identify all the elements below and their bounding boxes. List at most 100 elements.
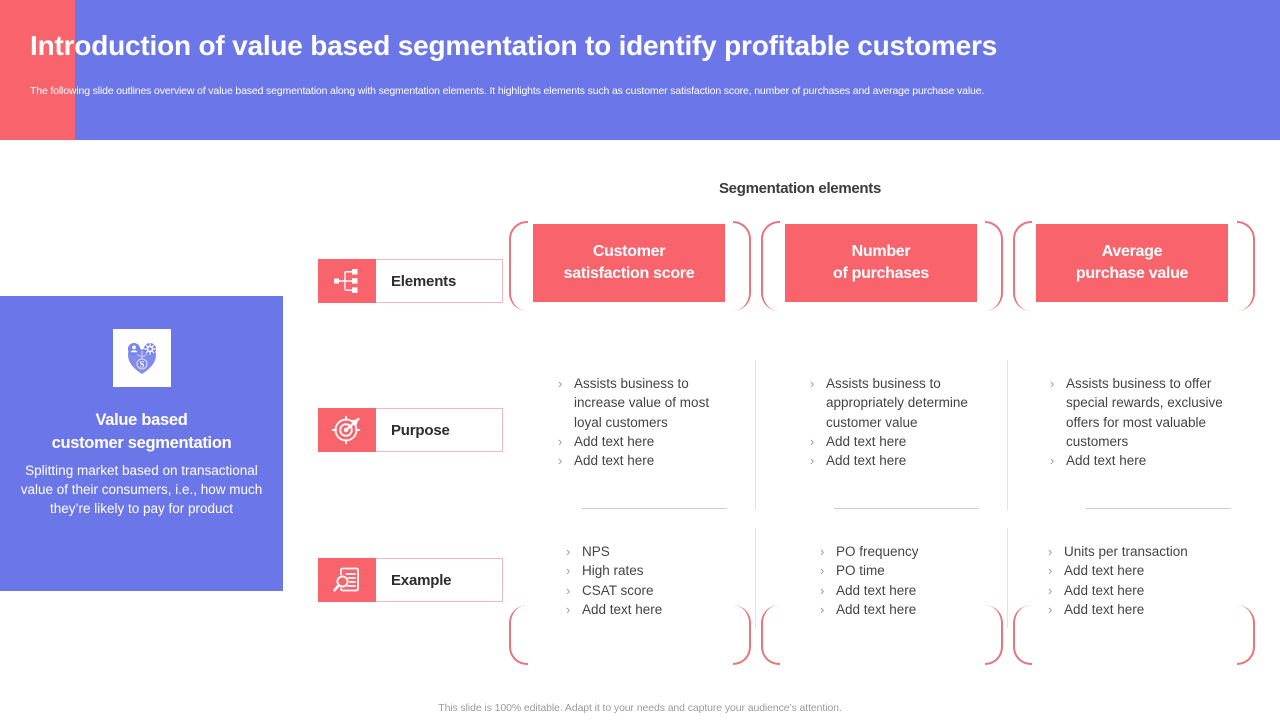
purpose-list-1: › Assists business to increase value of … xyxy=(558,374,738,470)
column-header-line1-1: Customer xyxy=(592,243,666,260)
bracket-mask-bottom-1 xyxy=(528,658,733,666)
bullet-icon: › xyxy=(1048,582,1053,598)
customer-value-shield-icon: S xyxy=(112,329,171,387)
list-item: › Assists business to appropriately dete… xyxy=(810,374,990,432)
panel-title: Value based customer segmentation xyxy=(52,409,232,455)
column-header-line1-2: Number xyxy=(851,243,911,260)
row-label-example-text: Example xyxy=(376,558,503,602)
page-title: Introduction of value based segmentation… xyxy=(30,30,998,61)
row-label-elements[interactable]: Elements xyxy=(318,259,503,303)
bullet-icon: › xyxy=(566,582,571,598)
bullet-icon: › xyxy=(566,544,571,559)
list-item: › Add text here xyxy=(566,600,746,619)
bullet-icon: › xyxy=(820,563,825,579)
list-item-text: Add text here xyxy=(836,601,917,617)
row-label-example[interactable]: Example xyxy=(318,558,503,602)
list-item: › NPS xyxy=(566,542,746,561)
list-item: › Add text here xyxy=(810,451,990,470)
list-item: › PO frequency xyxy=(820,542,1000,561)
bullet-icon: › xyxy=(558,376,563,391)
list-item-text: PO time xyxy=(836,563,885,579)
bullet-icon: › xyxy=(1048,544,1053,559)
column-header-card-3: Average purchase value xyxy=(1036,224,1228,302)
list-item: › CSAT score xyxy=(566,581,746,600)
row-label-purpose-text: Purpose xyxy=(376,408,503,452)
list-item-text: Add text here xyxy=(1064,601,1145,617)
value-segmentation-panel: S Value based customer segmentation Spli… xyxy=(0,296,283,591)
row-label-purpose[interactable]: Purpose xyxy=(318,408,503,452)
bullet-icon: › xyxy=(566,601,571,617)
list-item-text: Add text here xyxy=(574,453,655,469)
column-header-line2-2: of purchases xyxy=(833,265,929,282)
hierarchy-icon xyxy=(318,259,376,303)
column-header-line2-1: satisfaction score xyxy=(563,265,695,282)
bullet-icon: › xyxy=(566,563,571,579)
header-accent-block xyxy=(0,0,75,140)
list-item-text: Add text here xyxy=(836,582,917,598)
list-item: › Add text here xyxy=(820,581,1000,600)
list-item-text: Assists business to increase value of mo… xyxy=(574,376,710,430)
panel-title-line2: customer segmentation xyxy=(51,434,232,452)
section-divider-3 xyxy=(1086,508,1231,509)
page-subtitle: The following slide outlines overview of… xyxy=(30,85,985,97)
list-item: › Assists business to increase value of … xyxy=(558,374,738,432)
list-item-text: High rates xyxy=(582,563,644,579)
list-item: › Add text here xyxy=(1048,600,1243,619)
column-vertical-divider-1 xyxy=(755,360,756,510)
bracket-mask-top-3 xyxy=(1032,219,1237,227)
list-item: › Assists business to offer special rewa… xyxy=(1050,374,1240,451)
column-vertical-divider-2 xyxy=(1007,360,1008,510)
bullet-icon: › xyxy=(810,433,815,449)
column-header-line1-3: Average xyxy=(1101,243,1163,260)
panel-description: Splitting market based on transactional … xyxy=(20,463,263,516)
bullet-icon: › xyxy=(1050,376,1055,391)
list-item: › Units per transaction xyxy=(1048,542,1243,561)
example-list-2: › PO frequency › PO time › Add text here… xyxy=(820,542,1000,619)
column-header-line2-3: purchase value xyxy=(1075,265,1189,282)
list-item-text: Add text here xyxy=(1064,582,1145,598)
bracket-mask-bottom-3 xyxy=(1032,658,1237,666)
list-item-text: Assists business to appropriately determ… xyxy=(826,376,968,430)
example-list-1: › NPS › High rates › CSAT score › Add te… xyxy=(566,542,746,619)
document-search-icon xyxy=(318,558,376,602)
column-header-card-1: Customer satisfaction score xyxy=(533,224,725,302)
list-item: › Add text here xyxy=(810,432,990,451)
column-vertical-divider-4 xyxy=(1007,528,1008,628)
segmentation-elements-title: Segmentation elements xyxy=(718,180,882,197)
panel-title-line1: Value based xyxy=(95,411,188,429)
column-vertical-divider-3 xyxy=(755,528,756,628)
list-item: › Add text here xyxy=(1048,561,1243,580)
bullet-icon: › xyxy=(820,582,825,598)
list-item-text: Add text here xyxy=(1064,563,1145,579)
list-item: › High rates xyxy=(566,561,746,580)
list-item-text: Add text here xyxy=(826,453,907,469)
list-item-text: Add text here xyxy=(826,433,907,449)
list-item-text: NPS xyxy=(582,544,610,559)
bullet-icon: › xyxy=(558,433,563,449)
list-item-text: CSAT score xyxy=(582,582,654,598)
bullet-icon: › xyxy=(810,376,815,391)
slide-header: Introduction of value based segmentation… xyxy=(0,0,1280,140)
list-item-text: PO frequency xyxy=(836,544,919,559)
bullet-icon: › xyxy=(1050,453,1055,469)
list-item: › Add text here xyxy=(558,432,738,451)
bullet-icon: › xyxy=(1048,601,1053,617)
target-arrow-icon xyxy=(318,408,376,452)
footer-note: This slide is 100% editable. Adapt it to… xyxy=(438,702,842,714)
bullet-icon: › xyxy=(558,453,563,469)
example-list-3: › Units per transaction › Add text here … xyxy=(1048,542,1243,619)
list-item-text: Add text here xyxy=(582,601,663,617)
list-item-text: Add text here xyxy=(1066,453,1147,469)
bracket-mask-bottom-2 xyxy=(780,658,985,666)
list-item-text: Add text here xyxy=(574,433,655,449)
bullet-icon: › xyxy=(1048,563,1053,579)
list-item-text: Assists business to offer special reward… xyxy=(1066,376,1223,449)
row-label-elements-text: Elements xyxy=(376,259,503,303)
bracket-mask-top-2 xyxy=(780,219,985,227)
list-item-text: Units per transaction xyxy=(1064,544,1188,559)
list-item: › Add text here xyxy=(820,600,1000,619)
list-item: › Add text here xyxy=(1048,581,1243,600)
purpose-list-3: › Assists business to offer special rewa… xyxy=(1050,374,1240,470)
bullet-icon: › xyxy=(810,453,815,469)
